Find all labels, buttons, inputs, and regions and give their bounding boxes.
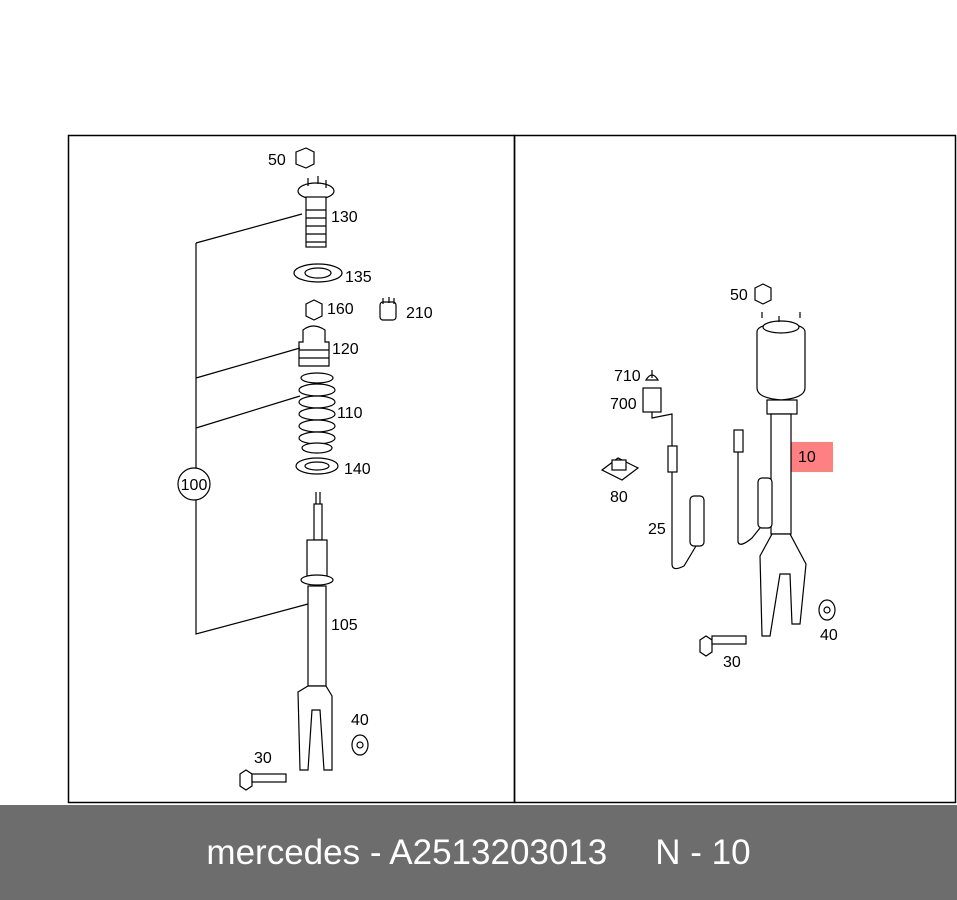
label-10[interactable]: 10 [798,449,816,466]
label-700: 700 [610,396,637,413]
top-mount-130[interactable] [297,176,335,248]
label-80: 80 [610,489,628,506]
label-30-right: 30 [723,654,741,671]
position-text: N - 10 [655,832,751,872]
label-130: 130 [331,209,358,226]
label-40-right: 40 [820,627,838,644]
group-bracket-lines [195,213,309,635]
label-50: 50 [268,152,286,169]
left-panel-frame [67,134,516,804]
label-25: 25 [648,521,666,538]
label-710: 710 [614,368,641,385]
label-210: 210 [406,305,433,322]
label-135: 135 [345,269,372,286]
label-110: 110 [337,405,363,422]
sensor-cable-right[interactable] [733,429,773,545]
right-assembly: 50 710 700 10 80 25 40 30 [600,283,838,671]
label-30: 30 [254,750,272,767]
clip-80[interactable] [600,457,640,481]
label-105: 105 [331,617,358,634]
air-strut-10[interactable] [756,312,807,637]
nut-50[interactable] [295,147,315,169]
bolt-30[interactable] [239,769,287,791]
nut-160[interactable] [305,299,323,321]
cap-710[interactable] [644,370,660,381]
label-140: 140 [344,461,371,478]
label-100: 100 [181,477,208,494]
spring-seat-140[interactable] [295,457,339,475]
nut-40[interactable] [351,734,369,756]
part-number-text: mercedes - A2513203013 [206,832,608,872]
coil-spring-110[interactable] [298,372,336,454]
highlight-box-10[interactable] [787,442,833,472]
sensor-cable-25[interactable] [651,412,705,570]
bracket-210[interactable] [379,297,397,321]
label-50-right: 50 [730,287,748,304]
right-panel-frame [513,134,957,804]
callout-circle-100 [177,467,211,501]
nut-40-right[interactable] [818,599,836,621]
nut-50-right[interactable] [754,283,772,305]
label-160: 160 [327,301,354,318]
left-assembly: 100 50 130 135 160 210 120 110 140 105 4… [177,147,433,791]
shock-absorber-105[interactable] [297,492,334,771]
footer-bar: mercedes - A2513203013 N - 10 [0,805,957,900]
bolt-30-right[interactable] [699,635,747,657]
bearing-135[interactable] [293,263,343,283]
parts-diagram: 100 50 130 135 160 210 120 110 140 105 4… [67,134,957,804]
connector-700[interactable] [642,387,662,413]
bump-stop-120[interactable] [298,325,330,367]
label-40: 40 [351,712,369,729]
label-120: 120 [332,341,359,358]
